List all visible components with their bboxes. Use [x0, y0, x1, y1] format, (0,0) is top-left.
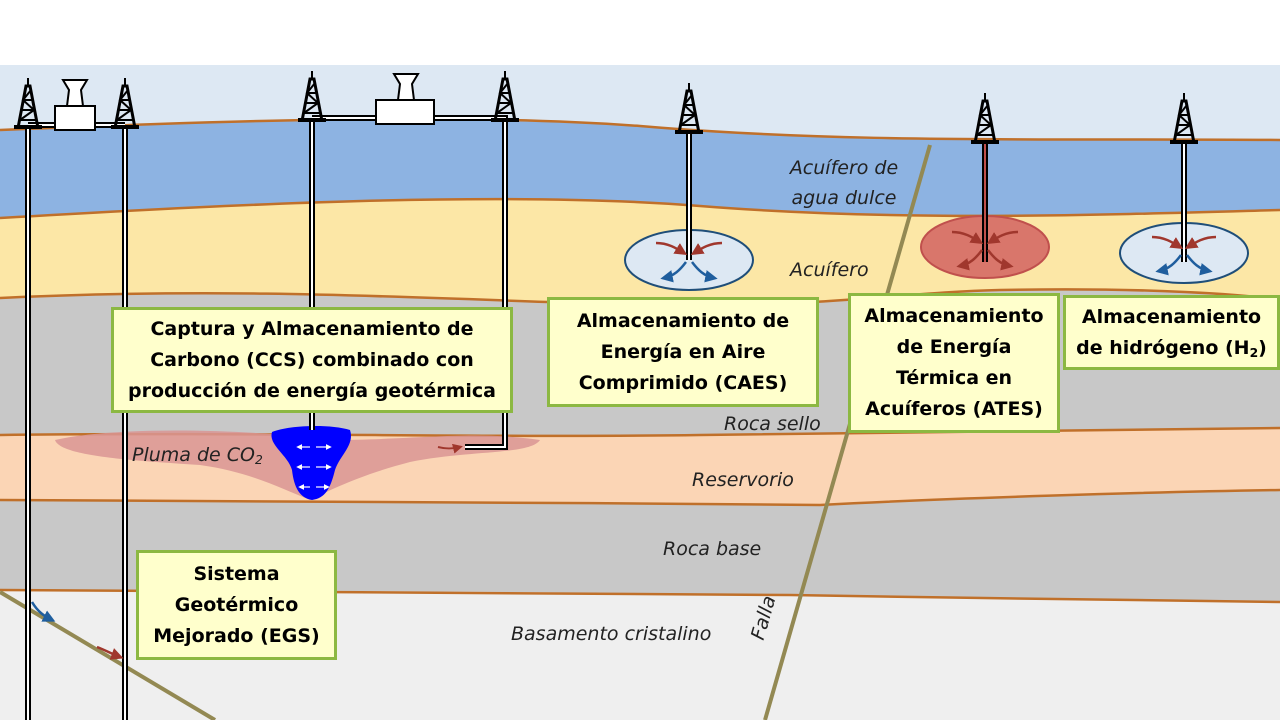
- h2-line-2: de hidrógeno (H2): [1076, 336, 1267, 360]
- production-arrow: [437, 443, 463, 454]
- freshwater-aquifer-label: Acuífero de agua dulce: [789, 157, 899, 209]
- ates-line-4: Acuíferos (ATES): [865, 398, 1043, 420]
- caes-line-2: Energía en Aire: [600, 340, 766, 363]
- ccs-line-2: Carbono (CCS) combinado con: [150, 348, 474, 371]
- ccs-surface-plant: [375, 73, 435, 125]
- egs-line-2: Geotérmico: [174, 593, 299, 616]
- egs-line-1: Sistema: [193, 562, 280, 585]
- egs-inflow-arrow: [30, 601, 56, 622]
- ates-line-3: Térmica en: [895, 367, 1013, 389]
- ates-line-1: Almacenamiento: [864, 305, 1044, 327]
- aquifer-label: Acuífero: [790, 259, 869, 281]
- egs-outflow-arrow: [96, 645, 124, 660]
- egs-box: Sistema Geotérmico Mejorado (EGS): [136, 550, 337, 660]
- ccs-box: Captura y Almacenamiento de Carbono (CCS…: [111, 307, 513, 413]
- caes-line-1: Almacenamiento de: [576, 309, 790, 332]
- fault-line: [763, 144, 932, 720]
- egs-surface-plant: [54, 79, 96, 131]
- ccs-line-3: producción de energía geotérmica: [128, 379, 496, 402]
- h2-line-1: Almacenamiento: [1081, 305, 1262, 328]
- egs-fracture-line: [0, 590, 217, 720]
- reservoir-label: Reservorio: [692, 469, 794, 491]
- egs-line-3: Mejorado (EGS): [153, 624, 320, 647]
- crystalline-basement-label: Basamento cristalino: [511, 623, 712, 645]
- co2-plume-label: Pluma de CO2: [132, 444, 263, 468]
- ccs-line-1: Captura y Almacenamiento de: [150, 317, 474, 340]
- base-rock-label: Roca base: [663, 538, 762, 560]
- storage-flow-arrows: [655, 230, 1217, 283]
- co2-flow-arrows: [296, 444, 332, 490]
- caes-box: Almacenamiento de Energía en Aire Compri…: [547, 297, 819, 407]
- h2-box: Almacenamiento de hidrógeno (H2): [1063, 295, 1280, 370]
- ates-line-2: de Energía: [896, 336, 1012, 358]
- ates-box: Almacenamiento de Energía Térmica en Acu…: [848, 293, 1060, 433]
- seal-rock-label: Roca sello: [724, 413, 821, 435]
- caes-line-3: Comprimido (CAES): [578, 371, 788, 394]
